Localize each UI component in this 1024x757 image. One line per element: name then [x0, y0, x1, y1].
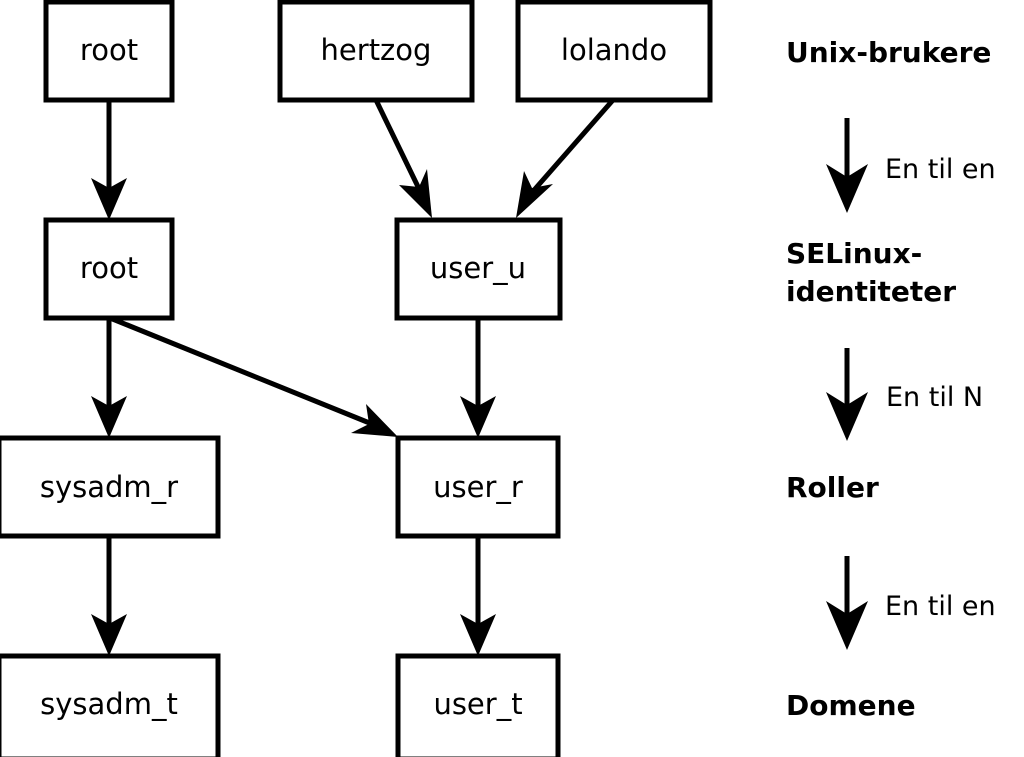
legend-level-selinux-identiteter-line1: SELinux- [786, 237, 922, 270]
node-label: sysadm_t [40, 687, 178, 721]
node-user-u[interactable]: user_u [394, 217, 563, 321]
arrow-head-icon [826, 392, 868, 441]
legend-relation-en-til-en-top: En til en [885, 154, 996, 185]
legend-relation-en-til-en-bottom: En til en [885, 591, 996, 622]
edge-root-to-sysadm-r [91, 318, 127, 438]
edge-lolando-to-user-u [516, 98, 615, 218]
legend-level-domene: Domene [786, 689, 916, 722]
edge-user-u-to-user-r [460, 318, 496, 438]
legend-relation-en-til-n: En til N [886, 382, 983, 413]
node-user-t[interactable]: user_t [395, 653, 561, 757]
arrow-head-icon [399, 169, 432, 218]
arrow-head-icon [91, 614, 127, 656]
legend-arrow-selinux-to-roller [826, 348, 868, 441]
node-label: root [80, 33, 138, 67]
legend-arrow-unix-to-selinux [826, 118, 868, 213]
legend-column: Unix-brukere En til en SELinux- identite… [786, 36, 996, 722]
edge-user-r-to-user-t [460, 537, 496, 656]
node-label: hertzog [321, 33, 432, 67]
node-sysadm-t[interactable]: sysadm_t [0, 653, 221, 757]
legend-level-unix-brukere: Unix-brukere [786, 36, 991, 69]
node-label: user_t [433, 687, 522, 721]
node-lolando[interactable]: lolando [515, 0, 713, 103]
node-label: user_r [433, 470, 523, 504]
arrow-head-icon [91, 396, 127, 438]
arrow-head-icon [460, 614, 496, 656]
arrow-head-icon [516, 171, 553, 218]
node-label: user_u [430, 251, 526, 285]
node-label: lolando [561, 33, 667, 67]
arrow-head-icon [826, 601, 868, 650]
edge-hertzog-to-user-u [373, 98, 432, 218]
edge-root-to-root [91, 100, 127, 220]
legend-level-roller: Roller [786, 471, 879, 504]
node-user-r[interactable]: user_r [395, 435, 561, 539]
legend-level-selinux-identiteter-line2: identiteter [786, 275, 956, 308]
edge-root-to-user-r [109, 315, 398, 437]
node-sysadm-r[interactable]: sysadm_r [0, 435, 221, 539]
arrow-head-icon [826, 164, 868, 213]
edge-sysadm-r-to-sysadm-t [91, 537, 127, 656]
arrow-head-icon [351, 404, 398, 437]
edge-group [91, 98, 615, 656]
legend-arrow-roller-to-domene [826, 556, 868, 650]
arrow-head-icon [460, 396, 496, 438]
node-label: root [80, 251, 138, 285]
node-selinux-root[interactable]: root [43, 217, 175, 321]
node-label: sysadm_r [40, 470, 178, 504]
arrow-head-icon [91, 178, 127, 220]
node-hertzog[interactable]: hertzog [277, 0, 475, 103]
node-unix-root[interactable]: root [43, 0, 175, 103]
